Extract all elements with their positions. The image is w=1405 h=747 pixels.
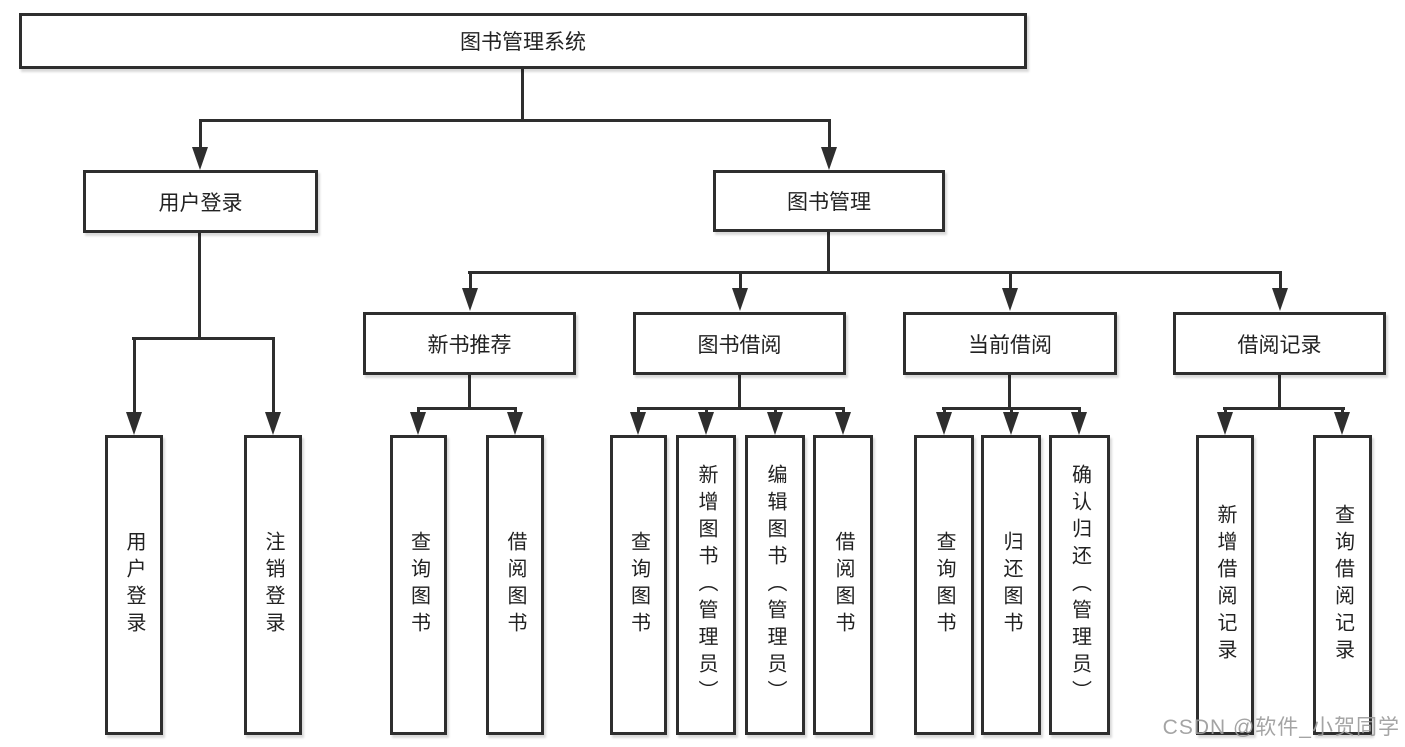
leaf-return-books-label: 归还图书 — [1000, 531, 1022, 639]
node-user-login-label: 用户登录 — [158, 191, 243, 215]
arrow-down-connector — [698, 407, 714, 435]
arrow-down-connector — [410, 407, 426, 435]
node-root-label: 图书管理系统 — [460, 31, 586, 54]
node-borrow-record-label: 借阅记录 — [1237, 333, 1322, 357]
leaf-add-book-admin: 新增图书（管理员） — [676, 435, 736, 735]
leaf-logout-label: 注销登录 — [262, 531, 284, 639]
connector-line — [132, 337, 275, 340]
connector-line — [521, 68, 524, 121]
node-book-management: 图书管理 — [713, 170, 945, 232]
connector-line — [468, 375, 471, 409]
leaf-return-books: 归还图书 — [981, 435, 1041, 735]
connector-line — [1223, 407, 1345, 410]
node-book-management-label: 图书管理 — [787, 191, 871, 214]
connector-line — [738, 375, 741, 409]
leaf-user-login: 用户登录 — [105, 435, 163, 735]
arrow-down-connector — [1272, 271, 1288, 311]
connector-line — [637, 407, 845, 410]
arrow-down-connector — [936, 407, 952, 435]
arrow-down-connector — [1217, 407, 1233, 435]
leaf-current-query-books-label: 查询图书 — [933, 531, 955, 639]
node-borrow-record: 借阅记录 — [1173, 312, 1386, 375]
arrow-down-connector — [192, 119, 208, 170]
leaf-borrow-query-books-label: 查询图书 — [627, 531, 650, 639]
node-new-book-recommend: 新书推荐 — [363, 312, 576, 375]
node-new-book-recommend-label: 新书推荐 — [427, 333, 512, 357]
arrow-down-connector — [821, 119, 837, 170]
arrow-down-connector — [1071, 407, 1087, 435]
leaf-recommend-borrow-books-label: 借阅图书 — [504, 531, 526, 639]
leaf-borrow-borrow-books: 借阅图书 — [813, 435, 873, 735]
arrow-down-connector — [462, 271, 478, 311]
leaf-borrow-query-books: 查询图书 — [610, 435, 667, 735]
arrow-down-connector — [507, 407, 523, 435]
arrow-down-connector — [126, 337, 142, 435]
connector-line — [1278, 375, 1281, 409]
leaf-add-borrow-record-label: 新增借阅记录 — [1214, 504, 1236, 666]
node-current-borrow-label: 当前借阅 — [968, 333, 1052, 357]
watermark: CSDN @软件_小贺同学 — [1162, 716, 1400, 739]
arrow-down-connector — [1334, 407, 1350, 435]
leaf-confirm-return-admin-label: 确认归还（管理员） — [1068, 463, 1091, 707]
leaf-user-login-label: 用户登录 — [123, 531, 145, 639]
leaf-edit-book-admin: 编辑图书（管理员） — [745, 435, 805, 735]
arrow-down-connector — [1003, 407, 1019, 435]
node-current-borrow: 当前借阅 — [903, 312, 1117, 375]
arrow-down-connector — [630, 407, 646, 435]
arrow-down-connector — [265, 337, 281, 435]
node-root-system: 图书管理系统 — [19, 13, 1027, 69]
leaf-confirm-return-admin: 确认归还（管理员） — [1049, 435, 1110, 735]
leaf-recommend-borrow-books: 借阅图书 — [486, 435, 544, 735]
leaf-current-query-books: 查询图书 — [914, 435, 974, 735]
leaf-add-borrow-record: 新增借阅记录 — [1196, 435, 1254, 735]
node-book-borrow: 图书借阅 — [633, 312, 846, 375]
connector-line — [198, 233, 201, 339]
arrow-down-connector — [767, 407, 783, 435]
leaf-query-borrow-record-label: 查询借阅记录 — [1331, 504, 1354, 666]
arrow-down-connector — [1002, 271, 1018, 311]
node-user-login: 用户登录 — [83, 170, 318, 233]
connector-line — [1008, 375, 1011, 409]
leaf-query-borrow-record: 查询借阅记录 — [1313, 435, 1372, 735]
leaf-edit-book-admin-label: 编辑图书（管理员） — [764, 463, 786, 707]
connector-line — [468, 271, 1281, 274]
leaf-borrow-borrow-books-label: 借阅图书 — [832, 531, 854, 639]
arrow-down-connector — [732, 271, 748, 311]
connector-line — [199, 119, 831, 122]
connector-line — [417, 407, 517, 410]
arrow-down-connector — [835, 407, 851, 435]
leaf-add-book-admin-label: 新增图书（管理员） — [695, 463, 717, 707]
connector-line — [827, 232, 830, 273]
leaf-recommend-query-books-label: 查询图书 — [407, 531, 430, 639]
node-book-borrow-label: 图书借阅 — [697, 333, 782, 357]
leaf-recommend-query-books: 查询图书 — [390, 435, 447, 735]
leaf-logout: 注销登录 — [244, 435, 302, 735]
